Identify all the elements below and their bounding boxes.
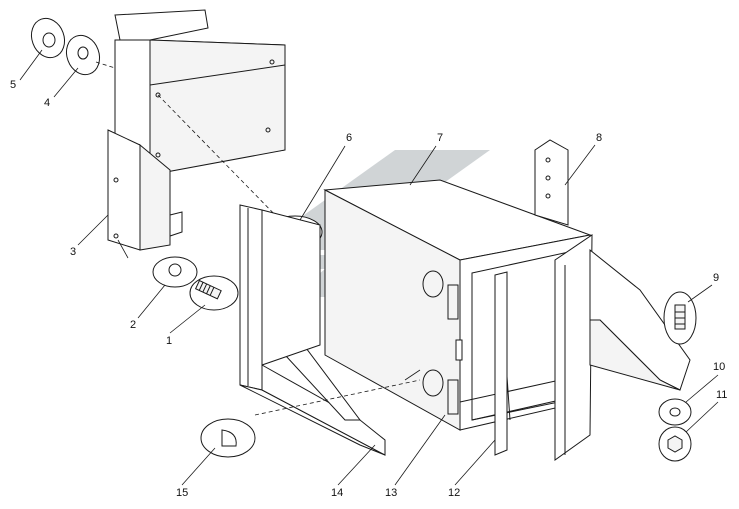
nut-11 — [658, 426, 692, 462]
assembly-arrow — [117, 239, 129, 259]
washer-4 — [65, 34, 101, 76]
bolt-1 — [189, 275, 239, 311]
latch-15 — [200, 418, 256, 458]
door-12 — [494, 234, 593, 461]
right-bracket — [534, 139, 691, 391]
leader-lines — [19, 49, 719, 486]
bolt-9 — [663, 291, 697, 345]
callout-6: 6 — [346, 132, 352, 144]
upper-bracket — [107, 9, 286, 251]
washer-2 — [152, 256, 198, 288]
callout-8: 8 — [596, 132, 602, 144]
callout-13: 13 — [385, 487, 397, 499]
assembly-arrow-15 — [404, 369, 421, 381]
assembly-axis-6 — [157, 94, 283, 223]
washer-5 — [30, 17, 66, 59]
callout-11: 11 — [716, 389, 727, 401]
callout-1: 1 — [166, 335, 172, 347]
callout-12: 12 — [448, 487, 460, 499]
callout-5: 5 — [10, 79, 16, 91]
callout-14: 14 — [331, 487, 343, 499]
callout-labels: 5 4 3 2 1 6 7 8 9 10 11 12 13 14 15 — [10, 79, 727, 499]
hinge-13 — [447, 284, 463, 415]
washer-10 — [658, 398, 692, 426]
callout-9: 9 — [713, 272, 719, 284]
callout-15: 15 — [176, 487, 188, 499]
callout-4: 4 — [44, 97, 50, 109]
callout-2: 2 — [130, 319, 136, 331]
callout-10: 10 — [713, 361, 725, 373]
assembly-axis-15 — [254, 379, 421, 416]
callout-7: 7 — [437, 132, 443, 144]
side-frame — [239, 204, 386, 456]
assembly-axis — [95, 61, 116, 69]
callout-3: 3 — [70, 246, 76, 258]
